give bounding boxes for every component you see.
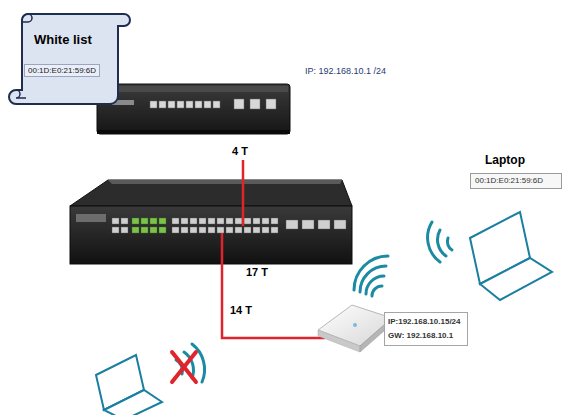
router-device [97, 84, 290, 134]
device-heading: Laptop [485, 153, 525, 167]
scroll-outline [6, 6, 134, 110]
laptop-icon [96, 355, 162, 415]
ip-address: IP:192.168.10.15/24 [388, 317, 461, 326]
mac-address: 00:1D:E0:21:59:6D [475, 176, 543, 185]
wifi-signal [428, 222, 452, 262]
blocked-mark [172, 352, 196, 382]
access-point [318, 305, 392, 352]
switch-device [70, 180, 352, 264]
ethernet-cable [222, 160, 325, 338]
port-number: 14 T [230, 304, 252, 316]
port-number: 17 T [246, 266, 268, 278]
mac-box: Laptop00:1D:E0:21:59:6D [470, 173, 562, 189]
port-number: 4 T [232, 145, 248, 157]
ip-address: IP: 192.168.10.1 /24 [305, 66, 386, 76]
wifi-signal [354, 256, 388, 296]
whitelist-scroll: White list 00:1D:E0:21:59:6D [6, 6, 134, 110]
gateway-address: GW: 192.168.10.1 [388, 331, 453, 340]
laptop-icon [470, 212, 552, 300]
ip-info-box: IP:192.168.10.15/24GW: 192.168.10.1 [384, 312, 468, 346]
whitelist-title: White list [34, 32, 92, 47]
mac-address: 00:1D:E0:21:59:6D [24, 64, 100, 77]
